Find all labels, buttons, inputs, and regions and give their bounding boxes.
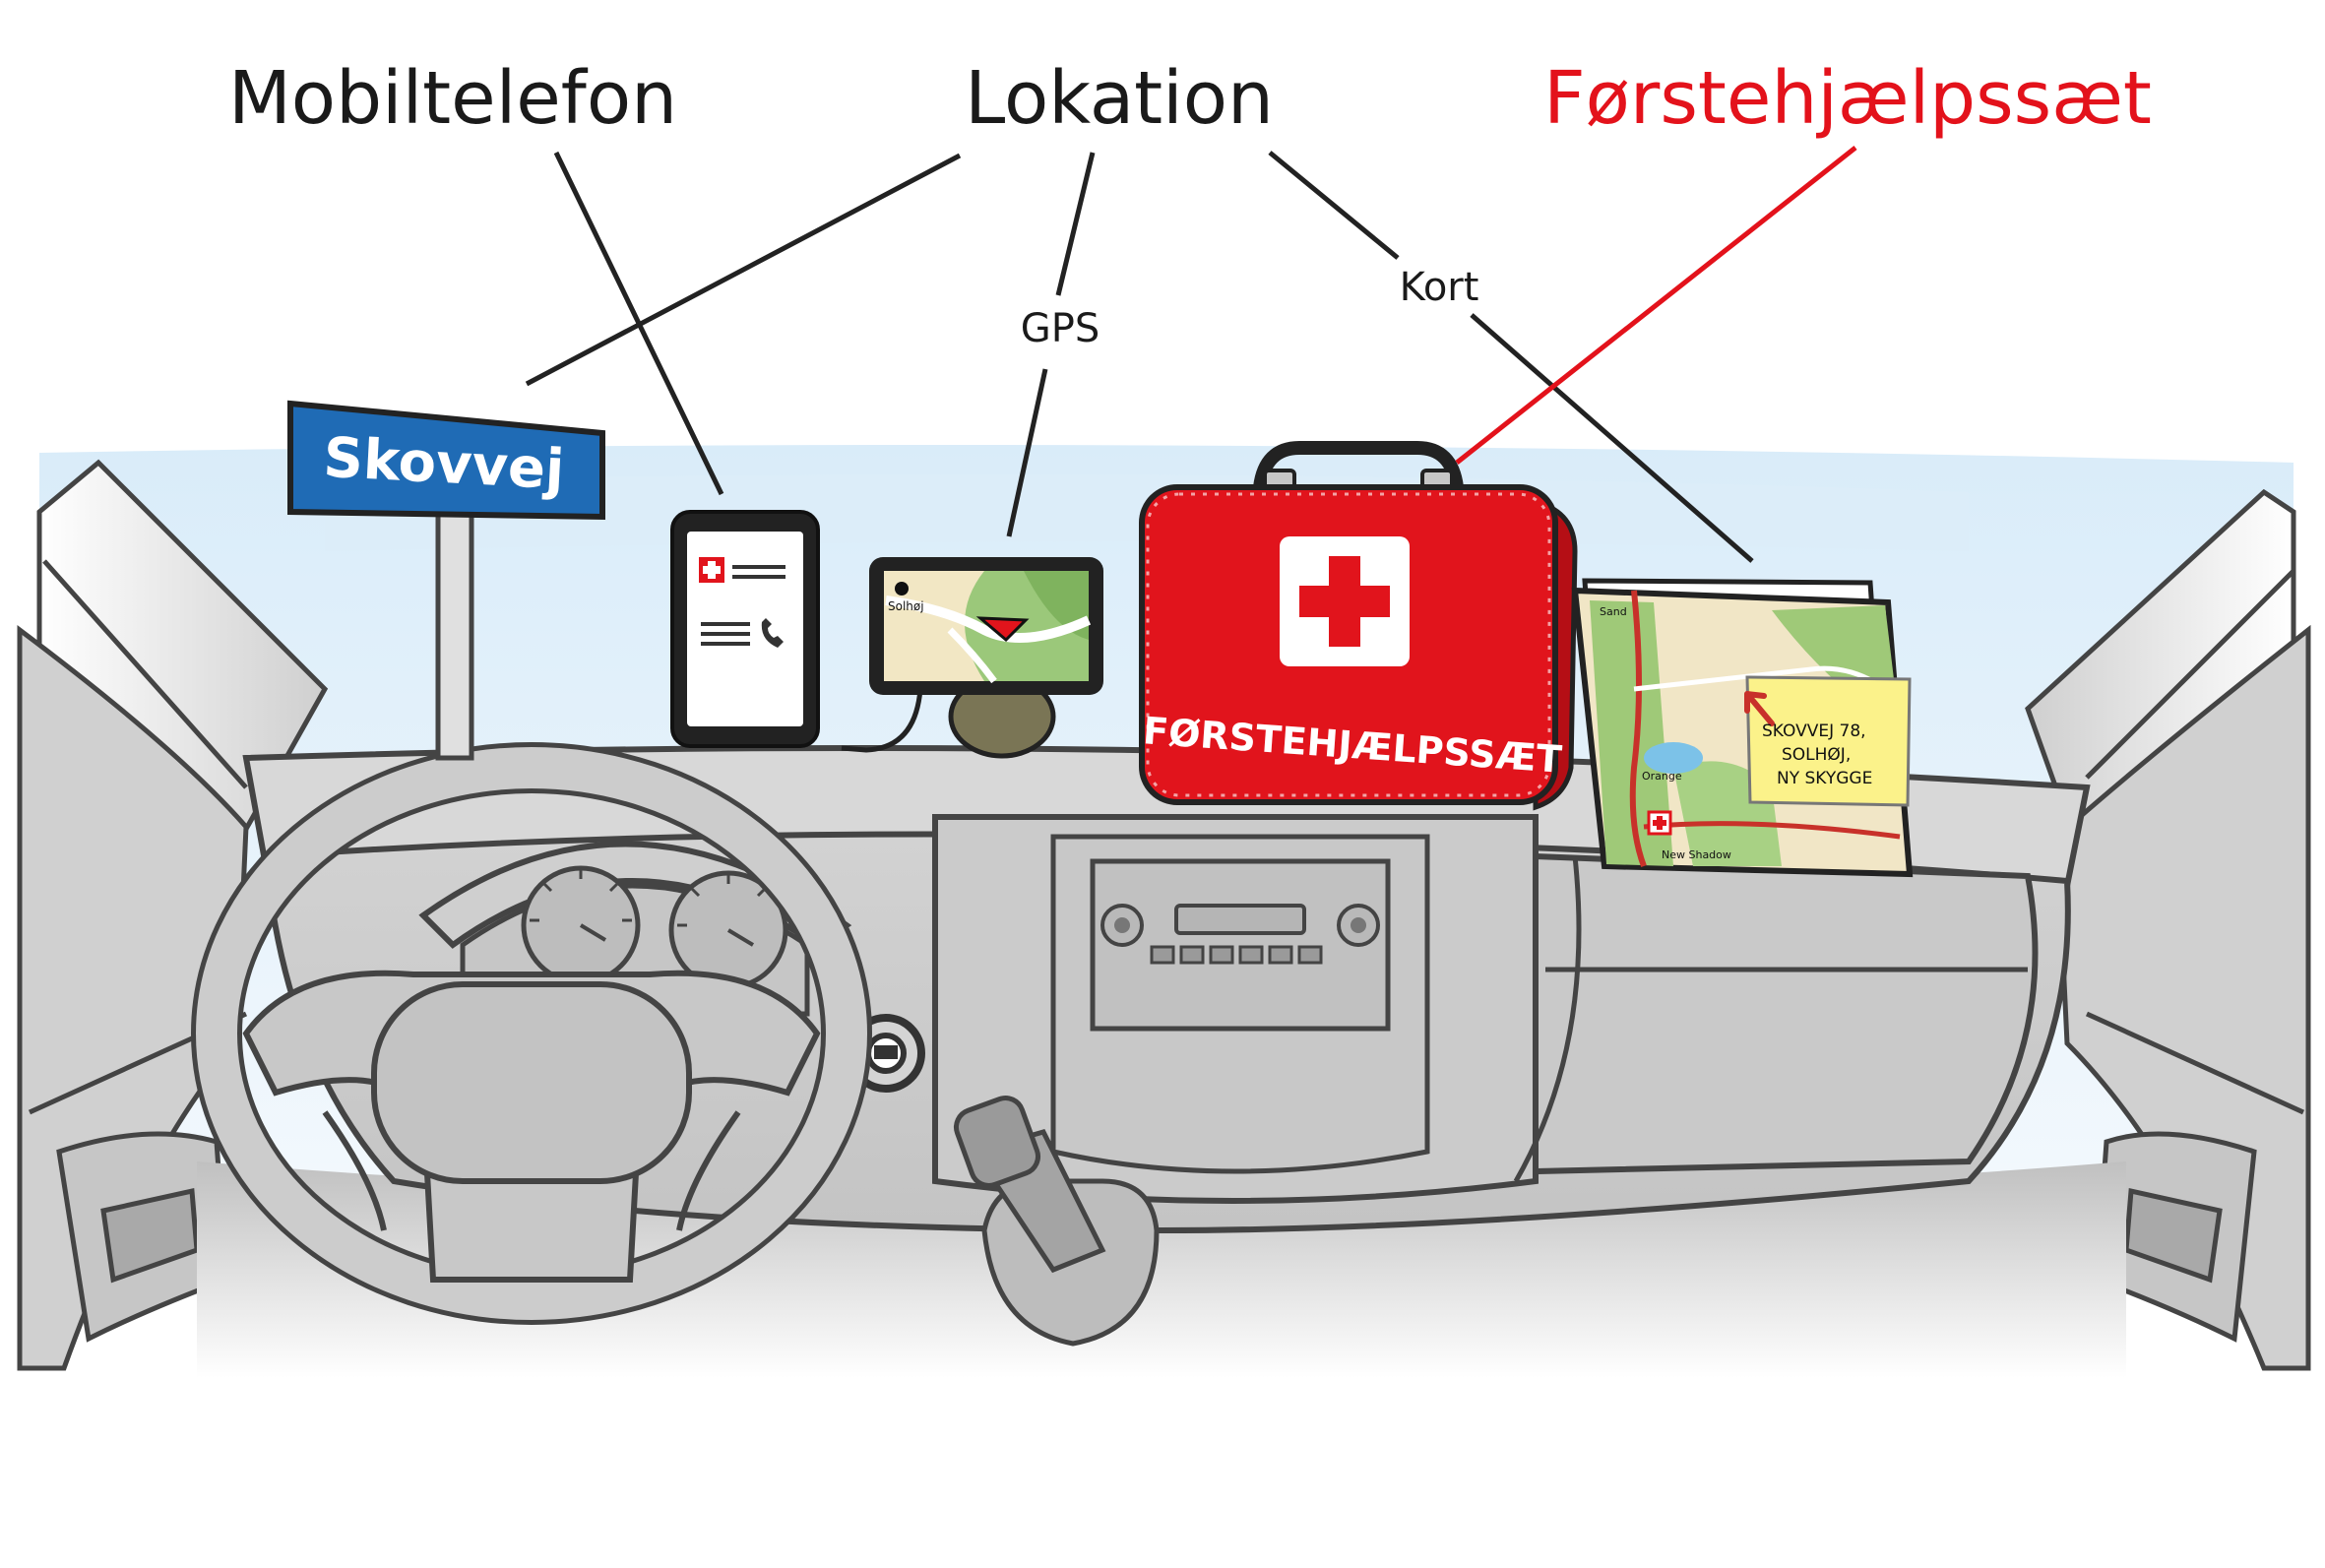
mobile-phone [670,510,820,748]
map-road-red [1629,590,1647,868]
line-location-to-map-top [1268,151,1400,260]
left-pillar-edge [42,559,248,789]
line-gps-to-device [1006,368,1048,537]
gear-knob[interactable] [951,1093,1042,1190]
glovebox-lid-edge [1513,855,1582,1183]
right-trim-line [2085,1011,2305,1115]
map-cross-h [1653,820,1666,826]
kit-cross-horizontal [1299,586,1390,617]
label-mobile: Mobiltelefon [228,56,677,141]
gps-arrow-icon [975,616,1030,643]
sign-board [287,400,605,521]
label-map: Kort [1400,265,1479,310]
line-location-to-sign [525,153,962,387]
radio-knob-left-center [1114,917,1130,933]
first-aid-kit: FØRSTEHJÆLPSSÆT [1139,441,1578,811]
radio-display [1174,904,1306,935]
line-location-to-gps-top [1055,152,1096,296]
gps-place-label: Solhøj [888,599,924,613]
note-arrow-icon [1744,691,1775,726]
map-lake [1644,742,1703,774]
phone-cross-h [703,566,721,574]
map-road-red-2 [1643,821,1901,840]
street-sign-text: Skovvej [322,426,566,503]
kit-stitching [1146,492,1551,797]
steering-hub[interactable] [371,981,692,1184]
gps-device: Solhøj [841,557,1103,759]
label-location: Lokation [965,56,1274,141]
label-gps: GPS [1021,306,1100,351]
street-sign: Skovvej [287,400,605,761]
gps-location-dot [895,582,909,596]
line-first-aid-to-kit [1455,146,1857,465]
radio-panel [1090,858,1391,1032]
right-pillar-edge [2085,569,2295,780]
sign-post [435,509,474,761]
map-place-1: Sand [1600,605,1627,618]
map-place-3: New Shadow [1662,848,1731,861]
speedometer [521,865,641,985]
radio-buttons[interactable] [1150,945,1323,965]
radio-knob-right-center [1351,917,1366,933]
gps-road-2 [947,627,997,684]
gps-cable [841,688,923,753]
sticky-note-line-2: SOLHØJ, [1782,745,1851,765]
line-map-to-page [1470,313,1754,563]
road-map: Sand Orange New Shadow SKOVVEJ 78, SOLHØ… [1571,578,1914,878]
map-place-2: Orange [1642,770,1682,783]
map-forest-left [1590,600,1673,866]
ignition-key-slot [874,1045,898,1059]
map-road-white [1633,665,1887,692]
sticky-note [1745,675,1912,807]
gps-road [885,596,1092,643]
phone-handset-icon [761,618,784,648]
glovebox[interactable] [1533,852,2039,1175]
connector-lines [525,151,1754,563]
label-first-aid: Førstehjælpssæt [1543,56,2152,141]
steering-wheel[interactable] [191,742,872,1325]
sticky-note-line-3: NY SKYGGE [1777,769,1872,788]
sticky-note-line-1: SKOVVEJ 78, [1762,721,1866,741]
gps-map-land [884,571,984,681]
kit-handle [1253,441,1464,489]
